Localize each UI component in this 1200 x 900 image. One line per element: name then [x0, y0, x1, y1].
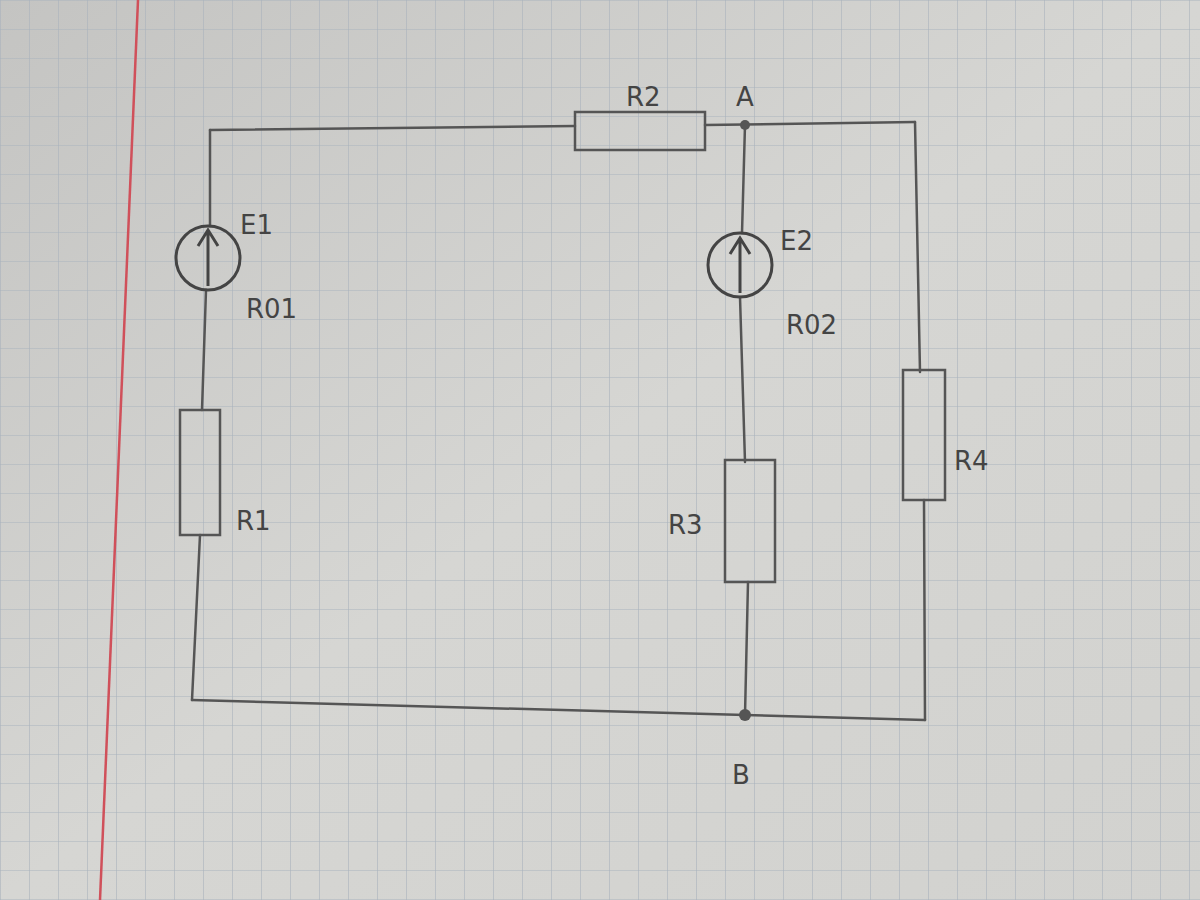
component-label: R1: [236, 508, 271, 534]
component-label: R2: [626, 84, 661, 110]
component-label: B: [732, 762, 750, 788]
component-label: R3: [668, 512, 703, 538]
junction-dot: [739, 120, 751, 721]
wires: [192, 122, 925, 720]
component-label: R4: [954, 448, 989, 474]
margin-line: [100, 0, 138, 900]
resistor-symbol: [180, 112, 945, 582]
component-label: R02: [786, 312, 837, 338]
component-label: E1: [240, 212, 273, 238]
component-label: A: [736, 84, 754, 110]
component-label: R01: [246, 296, 297, 322]
component-label: E2: [780, 228, 813, 254]
